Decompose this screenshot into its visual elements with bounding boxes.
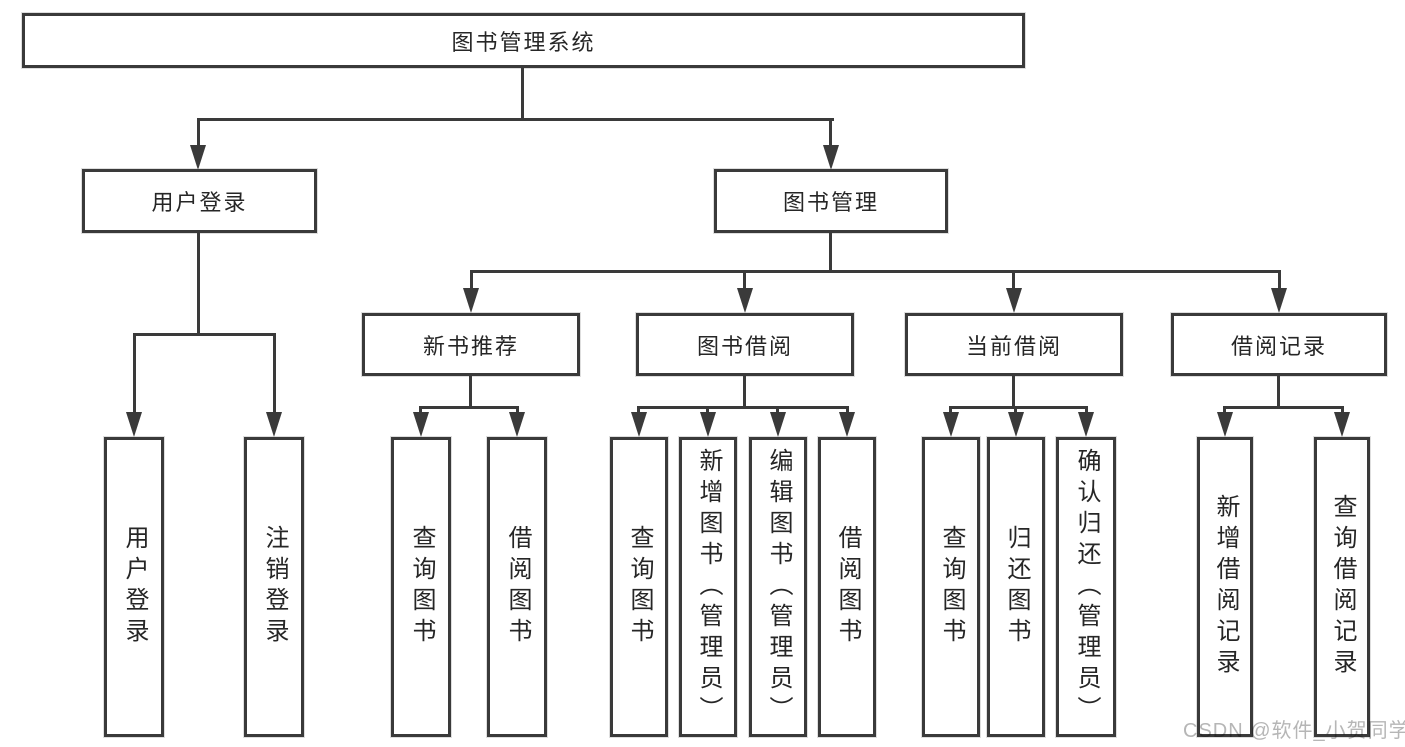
- arrowhead-down-icon: [1006, 288, 1022, 313]
- arrowhead-down-icon: [266, 412, 282, 437]
- arrowhead-down-icon: [839, 412, 855, 437]
- connector-stub-leaf: [419, 406, 422, 414]
- node-borrow-records: 借阅记录: [1171, 313, 1387, 376]
- leaf-recommend-borrow-books: 借阅图书: [487, 437, 547, 737]
- arrowhead-down-icon: [1271, 288, 1287, 313]
- connector-stub-to-book-mgmt: [829, 118, 832, 146]
- leaf-label: 查询借阅记录: [1329, 494, 1356, 680]
- connector-records-horizontal: [1223, 406, 1344, 409]
- connector-root-horizontal: [197, 118, 834, 121]
- leaf-label: 查询图书: [938, 525, 965, 649]
- leaf-current-query-books: 查询图书: [922, 437, 980, 737]
- leaf-label: 新增借阅记录: [1212, 494, 1239, 680]
- arrowhead-down-icon: [770, 412, 786, 437]
- connector-stub-leaf: [706, 406, 709, 414]
- arrowhead-down-icon: [823, 145, 839, 170]
- arrowhead-down-icon: [1078, 412, 1094, 437]
- connector-current-vertical: [1012, 376, 1015, 408]
- leaf-label: 注销登录: [261, 525, 288, 649]
- arrowhead-down-icon: [943, 412, 959, 437]
- node-new-book-recommend-label: 新书推荐: [422, 333, 519, 359]
- leaf-current-confirm-return-admin: 确认归还（管理员）: [1056, 437, 1116, 737]
- node-book-management: 图书管理: [714, 169, 948, 233]
- arrowhead-down-icon: [1334, 412, 1350, 437]
- leaf-logout: 注销登录: [244, 437, 304, 737]
- arrowhead-down-icon: [1217, 412, 1233, 437]
- connector-login-horizontal: [133, 333, 276, 336]
- leaf-label: 查询图书: [408, 525, 435, 649]
- node-borrow-records-label: 借阅记录: [1230, 333, 1327, 359]
- arrowhead-down-icon: [631, 412, 647, 437]
- leaf-borrow-add-books-admin: 新增图书（管理员）: [679, 437, 737, 737]
- connector-root-vertical: [521, 66, 524, 120]
- arrowhead-down-icon: [737, 288, 753, 313]
- connector-stub-leaf: [846, 406, 849, 414]
- arrowhead-down-icon: [126, 412, 142, 437]
- leaf-label: 归还图书: [1003, 525, 1030, 649]
- connector-stub-leaf: [516, 406, 519, 414]
- leaf-current-return-books: 归还图书: [987, 437, 1045, 737]
- leaf-label: 用户登录: [121, 525, 148, 649]
- leaf-user-login: 用户登录: [104, 437, 164, 737]
- connector-stub-leaf: [273, 333, 276, 413]
- connector-stub-leaf: [1223, 406, 1226, 414]
- leaf-borrow-query-books: 查询图书: [610, 437, 668, 737]
- connector-current-horizontal: [949, 406, 1088, 409]
- arrowhead-down-icon: [509, 412, 525, 437]
- node-current-borrow-label: 当前借阅: [965, 333, 1062, 359]
- connector-recommend-vertical: [469, 376, 472, 408]
- node-current-borrow: 当前借阅: [905, 313, 1123, 376]
- connector-recommend-horizontal: [419, 406, 519, 409]
- node-user-login: 用户登录: [82, 169, 317, 233]
- connector-stub-leaf: [1341, 406, 1344, 414]
- connector-borrow-horizontal: [637, 406, 849, 409]
- connector-stub-leaf: [1085, 406, 1088, 414]
- leaf-borrow-borrow-books: 借阅图书: [818, 437, 876, 737]
- leaf-label: 借阅图书: [504, 525, 531, 649]
- node-book-borrow-label: 图书借阅: [696, 333, 793, 359]
- connector-records-vertical: [1277, 376, 1280, 408]
- node-root-label: 图书管理系统: [451, 29, 596, 55]
- connector-stub-leaf: [1014, 406, 1017, 414]
- connector-stub-leaf: [949, 406, 952, 414]
- arrowhead-down-icon: [700, 412, 716, 437]
- connector-borrow-vertical: [743, 376, 746, 408]
- connector-stub-to-records: [1278, 270, 1281, 288]
- node-user-login-label: 用户登录: [151, 190, 248, 215]
- leaf-records-query-record: 查询借阅记录: [1314, 437, 1370, 737]
- leaf-label: 编辑图书（管理员）: [765, 447, 792, 727]
- leaf-borrow-edit-books-admin: 编辑图书（管理员）: [749, 437, 807, 737]
- arrowhead-down-icon: [190, 145, 206, 170]
- connector-login-vertical: [197, 233, 200, 335]
- arrowhead-down-icon: [413, 412, 429, 437]
- node-book-management-label: 图书管理: [782, 190, 879, 215]
- arrowhead-down-icon: [463, 288, 479, 313]
- leaf-recommend-query-books: 查询图书: [391, 437, 451, 737]
- leaf-label: 借阅图书: [834, 525, 861, 649]
- connector-stub-to-borrow: [743, 270, 746, 288]
- connector-stub-to-current: [1012, 270, 1015, 288]
- connector-stub-leaf: [133, 333, 136, 413]
- node-new-book-recommend: 新书推荐: [362, 313, 580, 376]
- connector-stub-leaf: [776, 406, 779, 414]
- leaf-label: 确认归还（管理员）: [1073, 447, 1100, 727]
- connector-stub-to-login: [197, 118, 200, 146]
- connector-book-mgmt-horizontal: [470, 270, 1281, 273]
- leaf-records-add-record: 新增借阅记录: [1197, 437, 1253, 737]
- leaf-label: 新增图书（管理员）: [695, 447, 722, 727]
- node-book-borrow: 图书借阅: [636, 313, 854, 376]
- connector-stub-to-recommend: [470, 270, 473, 288]
- connector-stub-leaf: [637, 406, 640, 414]
- node-root: 图书管理系统: [22, 13, 1025, 68]
- leaf-label: 查询图书: [626, 525, 653, 649]
- connector-book-mgmt-vertical: [829, 233, 832, 272]
- csdn-watermark: CSDN @软件_小贺同学: [1183, 720, 1405, 742]
- arrowhead-down-icon: [1008, 412, 1024, 437]
